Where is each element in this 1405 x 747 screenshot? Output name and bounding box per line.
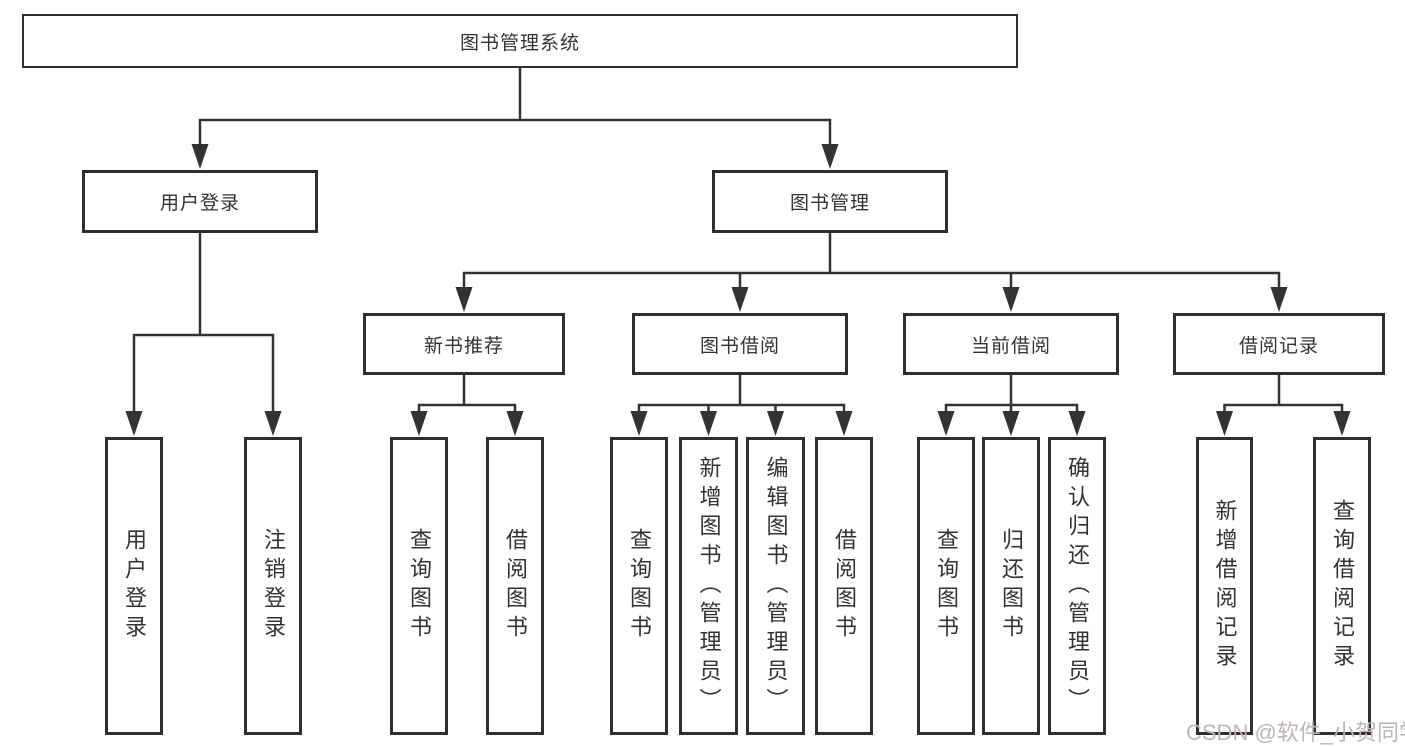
watermark: CSDN @软件_小贺同学 <box>1186 720 1405 745</box>
node-leaf-bb-query: 查询图书 <box>610 437 668 735</box>
node-leaf-logout: 注销登录 <box>244 437 302 735</box>
node-current-borrow: 当前借阅 <box>903 313 1119 375</box>
node-leaf-bb-borrow: 借阅图书 <box>815 437 873 735</box>
node-borrow-records: 借阅记录 <box>1173 313 1385 375</box>
node-leaf-cb-query: 查询图书 <box>917 437 975 735</box>
node-leaf-cb-confirm: 确认归还（管理员） <box>1048 437 1106 735</box>
node-leaf-br-add: 新增借阅记录 <box>1196 437 1253 735</box>
node-book-borrow: 图书借阅 <box>632 313 848 375</box>
node-leaf-rec-borrow: 借阅图书 <box>486 437 544 735</box>
node-leaf-bb-edit: 编辑图书（管理员） <box>746 437 805 735</box>
node-user-login: 用户登录 <box>82 170 318 233</box>
node-book-mgmt: 图书管理 <box>712 170 948 233</box>
node-leaf-bb-add: 新增图书（管理员） <box>679 437 738 735</box>
node-root: 图书管理系统 <box>22 14 1018 68</box>
node-leaf-rec-query: 查询图书 <box>390 437 448 735</box>
node-new-book-rec: 新书推荐 <box>363 313 565 375</box>
node-leaf-cb-return: 归还图书 <box>982 437 1040 735</box>
node-leaf-br-query: 查询借阅记录 <box>1313 437 1371 735</box>
node-leaf-user-login: 用户登录 <box>105 437 163 735</box>
